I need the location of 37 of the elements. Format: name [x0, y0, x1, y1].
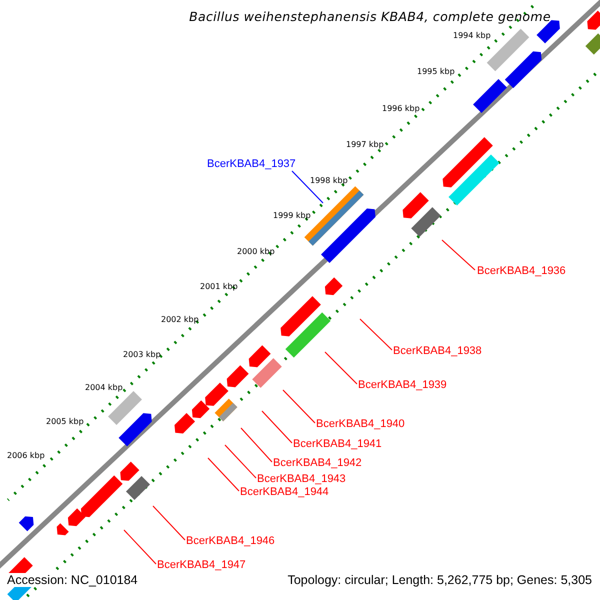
leader-line [240, 428, 272, 462]
gene-label: BcerKBAB4_1944 [240, 486, 329, 499]
tick-label: 2000 kbp [237, 247, 275, 256]
gene-label: BcerKBAB4_1936 [477, 265, 566, 278]
tick-label: 1994 kbp [453, 31, 491, 40]
gene-label: BcerKBAB4_1939 [358, 379, 447, 392]
genome-info-text: Topology: circular; Length: 5,262,775 bp; Genes: 5,305 [286, 573, 594, 587]
leader-line [152, 506, 186, 540]
tick-label: 1995 kbp [417, 67, 455, 76]
gene-label: BcerKBAB4_1947 [157, 559, 246, 572]
leader-line [324, 352, 358, 384]
tick-label: 1996 kbp [382, 104, 420, 113]
leader-line [208, 458, 240, 492]
tick-label: 1997 kbp [346, 140, 384, 149]
tick-label: 2005 kbp [46, 417, 84, 426]
leader-line [282, 390, 316, 424]
leader-line [124, 530, 156, 564]
tick-label: 1998 kbp [310, 176, 348, 185]
title: Bacillus weihenstephanensis KBAB4, complete genome [188, 9, 552, 24]
tick-label: 2002 kbp [161, 315, 199, 324]
gene-label: BcerKBAB4_1937 [207, 158, 296, 171]
gene-label: BcerKBAB4_1941 [293, 438, 382, 451]
leader-line [262, 410, 292, 444]
tick-label: 2006 kbp [7, 451, 45, 460]
tick-label: 2001 kbp [200, 282, 238, 291]
tick-label: 1999 kbp [273, 211, 311, 220]
leader-line [360, 318, 392, 350]
tick-label: 2004 kbp [85, 383, 123, 392]
gene-label: BcerKBAB4_1946 [186, 535, 275, 548]
tick-label: 2003 kbp [123, 350, 161, 359]
leader-line [292, 170, 324, 204]
gene-label: BcerKBAB4_1940 [316, 418, 405, 431]
gene-label: BcerKBAB4_1943 [257, 473, 346, 486]
gene-label: BcerKBAB4_1942 [273, 457, 362, 470]
leader-line [224, 444, 256, 478]
gene-label: BcerKBAB4_1938 [393, 345, 482, 358]
leader-line [442, 240, 476, 270]
